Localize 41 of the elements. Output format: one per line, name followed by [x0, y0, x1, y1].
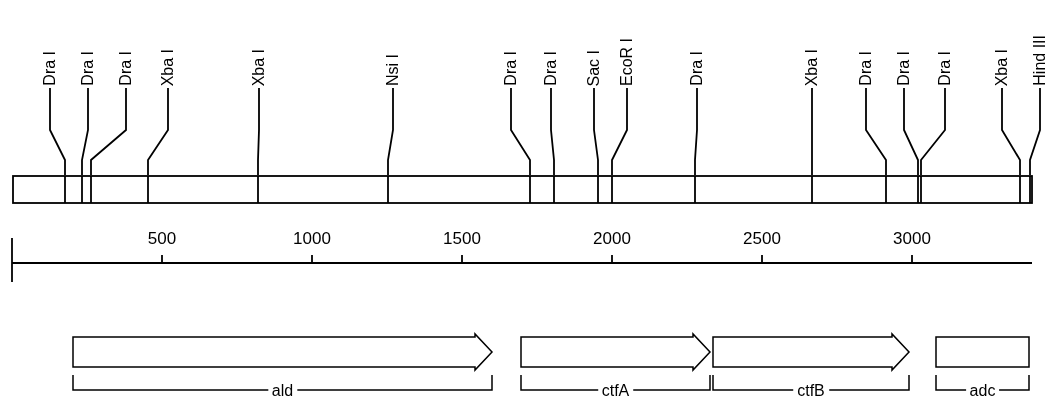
leader-line: [1029, 87, 1041, 176]
leader-line: [694, 87, 698, 176]
site-label: Dra I: [542, 51, 560, 86]
leader-line: [147, 87, 169, 176]
site-label: Sac I: [585, 50, 603, 87]
leader-line: [811, 87, 813, 176]
site-label: Dra I: [79, 51, 97, 86]
map-bar: [12, 175, 1032, 203]
site-label: Dra I: [857, 51, 875, 86]
site-label: Dra I: [41, 51, 59, 86]
scale-number: 500: [147, 229, 177, 249]
leader-line: [90, 87, 127, 176]
leader-line: [387, 87, 394, 176]
leader-line: [49, 87, 66, 176]
site-label: Xba I: [250, 49, 268, 87]
site-label: Hind III: [1031, 35, 1049, 86]
site-label: Dra I: [502, 51, 520, 86]
leader-line: [903, 87, 919, 176]
leader-line: [865, 87, 887, 176]
site-label: Dra I: [117, 51, 135, 86]
leader-line: [611, 87, 628, 176]
leader-line: [550, 87, 555, 176]
site-label: EcoR I: [618, 38, 636, 86]
leader-line: [1001, 87, 1021, 176]
leader-line: [920, 87, 946, 176]
site-label: Xba I: [993, 49, 1011, 87]
site-label: Nsi I: [384, 54, 402, 86]
leader-line: [81, 87, 89, 176]
site-label: Xba I: [803, 49, 821, 87]
scale-number: 1500: [443, 229, 481, 249]
leader-line: [593, 87, 599, 176]
scale-number: 2000: [593, 229, 631, 249]
site-label: Dra I: [688, 51, 706, 86]
scale-number: 1000: [293, 229, 331, 249]
site-label: Dra I: [936, 51, 954, 86]
leader-line: [510, 87, 531, 176]
scale-number: 3000: [893, 229, 931, 249]
leader-line: [257, 87, 260, 176]
scale-number: 2500: [743, 229, 781, 249]
site-label: Dra I: [895, 51, 913, 86]
site-label: Xba I: [159, 49, 177, 87]
